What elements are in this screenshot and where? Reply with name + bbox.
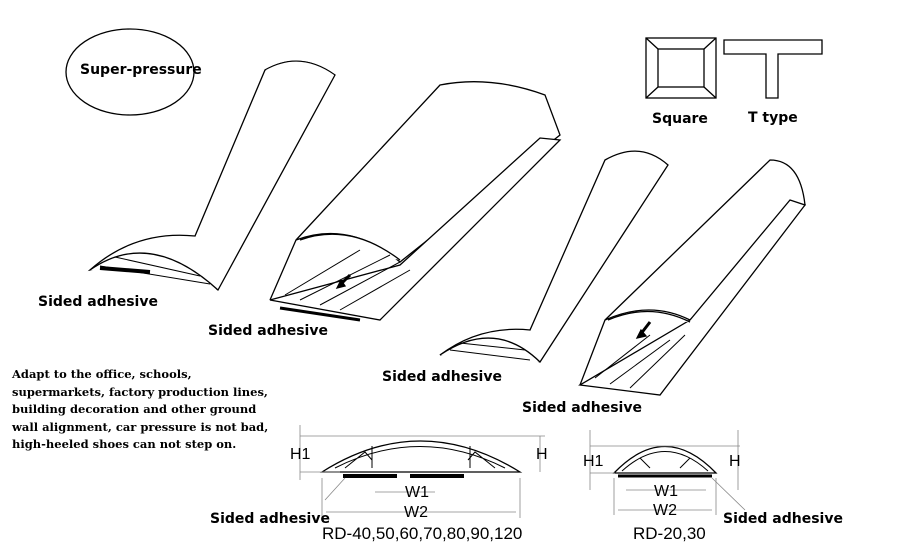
description-line: supermarkets, factory production lines, xyxy=(12,384,268,399)
t-type-icon xyxy=(723,39,823,99)
section-2-w1: W1 xyxy=(654,483,678,500)
duct-1 xyxy=(87,60,336,291)
duct-2 xyxy=(269,81,562,322)
section-large xyxy=(299,425,545,518)
section-2-adhesive-label: Sided adhesive xyxy=(723,511,843,527)
section-2-h1: H1 xyxy=(583,453,604,470)
duct-3-adhesive-label: Sided adhesive xyxy=(382,369,502,385)
duct-1-adhesive-label: Sided adhesive xyxy=(38,294,158,310)
super-pressure-ellipse xyxy=(65,28,195,116)
section-2-h: H xyxy=(729,453,741,470)
super-pressure-label: Super-pressure xyxy=(80,62,202,78)
section-1-w1: W1 xyxy=(405,484,429,501)
section-1-h1: H1 xyxy=(290,446,311,463)
duct-3 xyxy=(439,150,669,363)
section-1-adhesive-label: Sided adhesive xyxy=(210,511,330,527)
description-text: Adapt to the office, schools, supermarke… xyxy=(12,366,268,454)
description-line: wall alignment, car pressure is not bad, xyxy=(12,419,269,434)
section-1-model: RD-40,50,60,70,80,90,120 xyxy=(322,524,523,543)
section-1-h: H xyxy=(536,446,548,463)
description-line: building decoration and other ground xyxy=(12,402,257,416)
square-icon xyxy=(645,37,717,99)
description-line: Adapt to the office, schools, xyxy=(12,367,192,381)
section-small xyxy=(589,430,746,515)
section-1-w2: W2 xyxy=(404,504,428,521)
description-line: high-heeled shoes can not step on. xyxy=(12,437,237,451)
section-2-w2: W2 xyxy=(653,502,677,519)
duct-4-adhesive-label: Sided adhesive xyxy=(522,400,642,416)
duct-2-adhesive-label: Sided adhesive xyxy=(208,323,328,339)
section-2-model: RD-20,30 xyxy=(633,524,706,543)
t-type-label: T type xyxy=(748,110,798,126)
square-label: Square xyxy=(652,111,708,127)
duct-4 xyxy=(578,159,807,396)
